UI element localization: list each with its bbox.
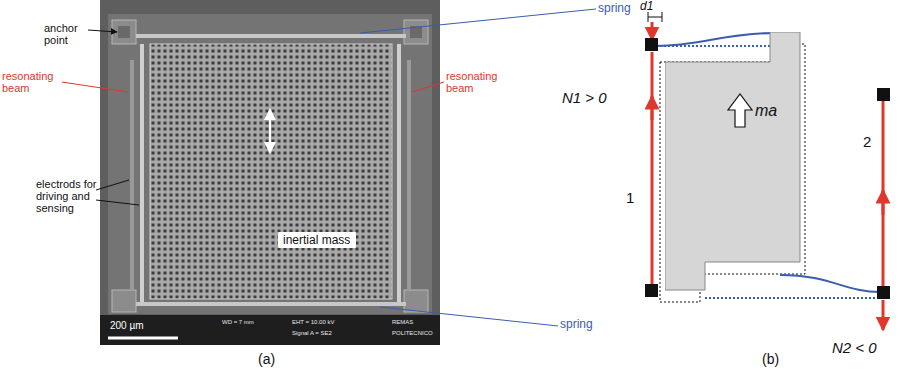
part-label: spring [560, 318, 620, 331]
sem-info: POLITECNICO [392, 330, 437, 337]
panel-label: (a) [258, 352, 298, 367]
mass-outline [665, 32, 805, 292]
leader-lines [62, 9, 596, 326]
panel-label: (b) [762, 352, 802, 367]
sem-info: REMAS [392, 319, 437, 326]
sem-info: Signal A = SE2 [292, 330, 362, 337]
schematic [645, 12, 890, 330]
scale-bar-label: 200 µm [110, 320, 180, 331]
force-label: ma [755, 102, 777, 120]
sem-info: EHT = 10.00 kV [292, 319, 362, 326]
part-label: inertial mass [283, 233, 351, 247]
label-box: inertial mass [278, 232, 356, 248]
part-label: electrods for driving and sensing [36, 178, 98, 214]
part-label: resonating beam [2, 70, 64, 94]
mass-shape: ma [665, 32, 805, 292]
sem-info: WD = 7 mm [222, 319, 282, 326]
mass-body [665, 32, 800, 290]
force-label: N1 > 0 [562, 90, 632, 107]
part-label: resonating beam [446, 70, 510, 94]
sem-photo [100, 0, 440, 345]
callout-number: 1 [626, 190, 646, 207]
acceleration-arrow [728, 94, 752, 127]
part-label: anchor point [44, 22, 96, 46]
callout-number: 2 [863, 134, 883, 151]
force-label: N2 < 0 [832, 340, 902, 357]
dimension-label: d1 [640, 0, 670, 13]
